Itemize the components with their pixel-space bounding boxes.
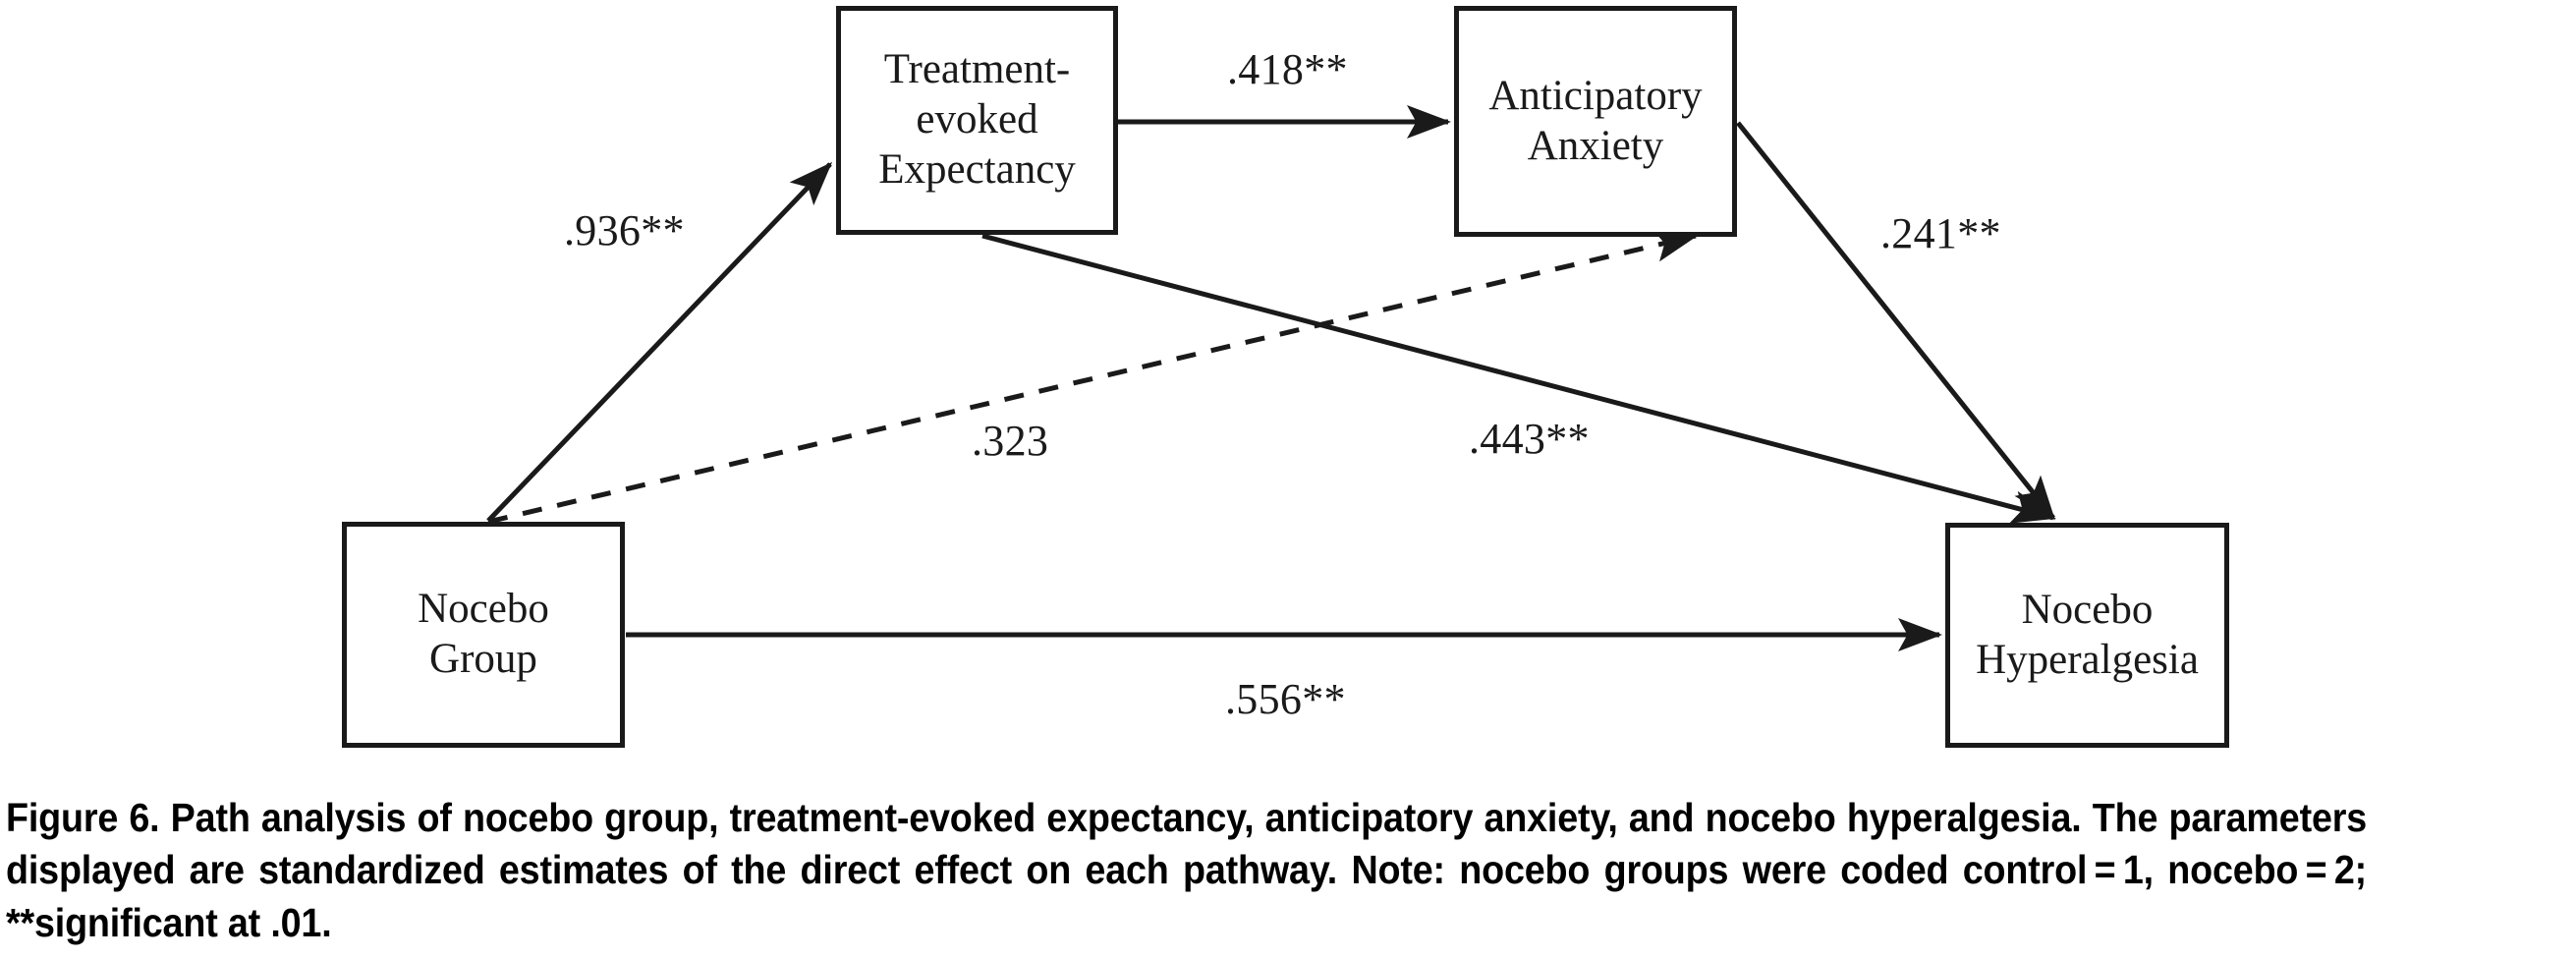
path-label-expectancy-to-hyperalgesia: .443** [1469,415,1590,463]
node-label-group: Nocebo Group [418,586,549,682]
path-label-group-to-anxiety: .323 [972,417,1049,465]
arrow-expectancy-to-hyperalgesia [981,233,2056,524]
figure-number: Figure 6. [6,795,160,840]
figure-caption: Figure 6. Path analysis of nocebo group,… [6,792,2367,949]
path-diagram: Treatment- evoked Expectancy Anticipator… [342,6,2229,748]
arrow-anxiety-to-hyperalgesia [1736,121,2055,521]
node-label-expectancy: Treatment- evoked Expectancy [878,46,1076,193]
node-label-anxiety: Anticipatory Anxiety [1488,72,1703,169]
arrow-group-to-expectancy [486,161,833,523]
node-anticipatory-anxiety: Anticipatory Anxiety [1454,6,1737,237]
node-label-hyperalgesia: Nocebo Hyperalgesia [1976,586,2199,683]
path-arrows-layer [486,105,2056,652]
node-nocebo-group: Nocebo Group [342,522,625,748]
path-label-group-to-expectancy: .936** [564,206,685,254]
arrow-group-to-anxiety-dashed [487,229,1699,525]
figure-caption-text: Path analysis of nocebo group, treatment… [6,795,2368,945]
path-label-group-to-hyperalgesia: .556** [1225,675,1346,723]
path-label-anxiety-to-hyperalgesia: .241** [1880,209,2001,257]
node-nocebo-hyperalgesia: Nocebo Hyperalgesia [1945,523,2229,748]
node-treatment-evoked-expectancy: Treatment- evoked Expectancy [836,6,1118,235]
path-label-expectancy-to-anxiety: .418** [1227,45,1348,93]
